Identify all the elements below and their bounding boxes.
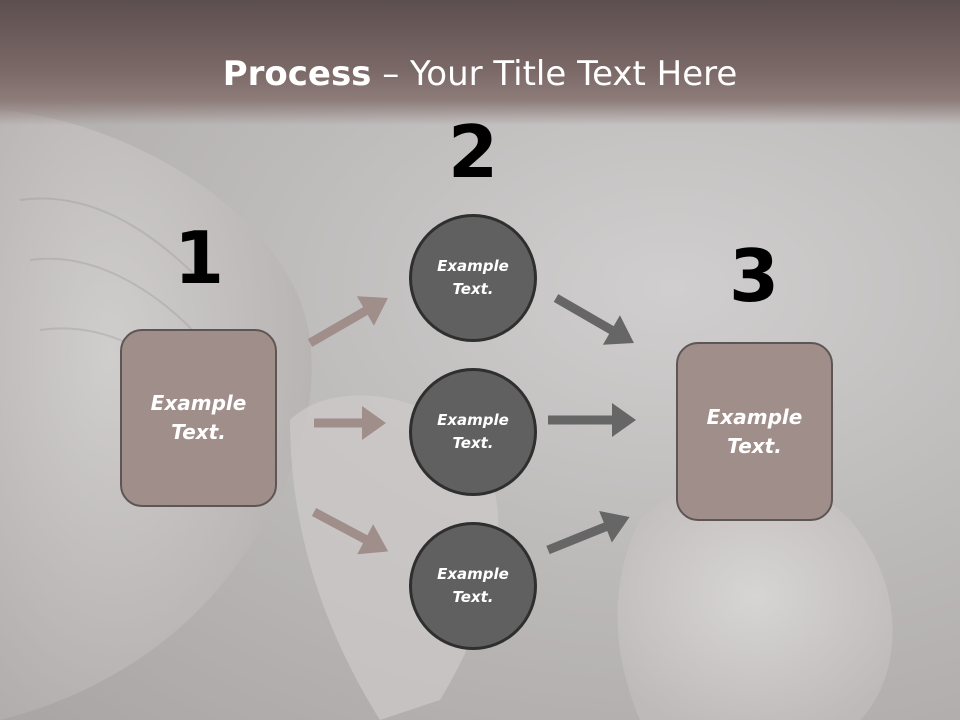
step-number-2: 2 [447,110,499,194]
step-3-line-1: Example [706,404,803,429]
title-bold: Process [222,54,372,94]
circle-bottom-line-1: Example [437,565,509,583]
arrow-from-top-circle [553,294,634,345]
step-number-1: 1 [173,216,225,300]
step-number-3: 3 [728,234,780,318]
circle-top-line-2: Text. [452,280,494,298]
step-3-line-2: Text. [727,433,782,458]
circle-bottom-line-2: Text. [452,588,494,606]
title-bar [0,0,960,125]
circle-middle-line-1: Example [437,411,509,429]
arrow-to-middle-circle [314,406,386,440]
circle-middle-line-2: Text. [452,434,494,452]
slide-title: Process – Your Title Text Here [0,52,960,96]
step-1-line-1: Example [150,391,247,415]
arrow-to-top-circle [307,296,388,347]
arrow-from-middle-circle [548,403,636,437]
arrow-from-bottom-circle [546,511,630,555]
step-1-line-2: Text. [171,420,226,444]
title-rest: – Your Title Text Here [371,54,738,94]
arrow-to-bottom-circle [311,508,389,555]
circle-top-line-1: Example [437,257,509,275]
